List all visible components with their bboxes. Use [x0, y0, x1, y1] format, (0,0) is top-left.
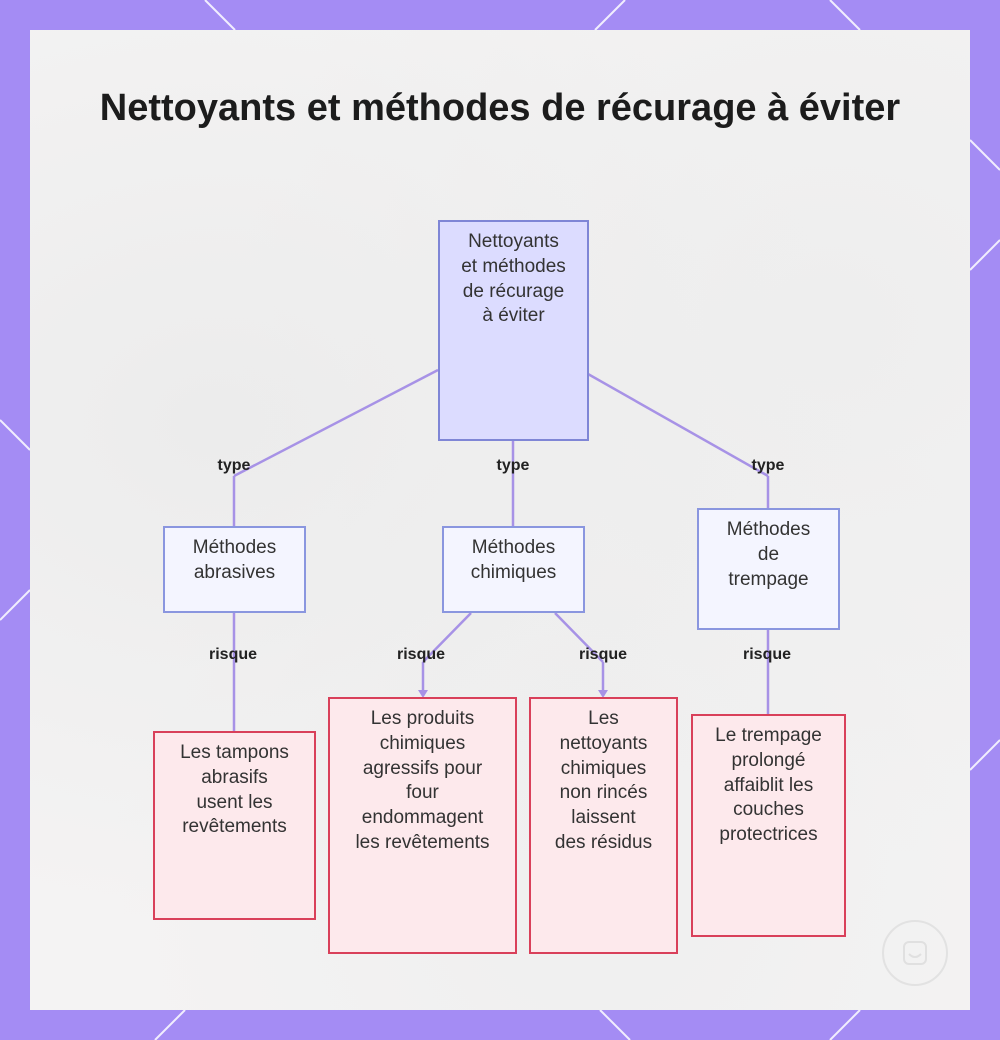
risk-chemical-residue: Les nettoyants chimiques non rincés lais… [529, 697, 678, 954]
edge-label-type-chemical: type [496, 457, 530, 474]
edge-label-risk-harsh: risque [396, 646, 446, 663]
category-soaking: Méthodes de trempage [697, 508, 840, 630]
edge-label-risk-soaking: risque [742, 646, 792, 663]
risk-prolonged-soaking: Le trempage prolongé affaiblit les couch… [691, 714, 846, 937]
edge-label-risk-residue: risque [578, 646, 628, 663]
category-abrasive: Méthodes abrasives [163, 526, 306, 613]
risk-harsh-chemicals: Les produits chimiques agressifs pour fo… [328, 697, 517, 954]
brand-logo-icon [882, 920, 948, 986]
edge-root-soaking [587, 372, 769, 478]
root-node: Nettoyants et méthodes de récurage à évi… [438, 220, 589, 441]
risk-abrasive-pads: Les tampons abrasifs usent les revêtemen… [153, 731, 316, 920]
category-chemical: Méthodes chimiques [442, 526, 585, 613]
page-title: Nettoyants et méthodes de récurage à évi… [99, 87, 901, 129]
edge-label-type-soaking: type [751, 457, 785, 474]
edge-root-abrasive [233, 368, 439, 478]
edge-chemical-residue [554, 612, 604, 663]
edge-chemical-harsh [422, 612, 472, 663]
edge-label-risk-abrasive: risque [208, 646, 258, 663]
edge-label-type-abrasive: type [217, 457, 251, 474]
